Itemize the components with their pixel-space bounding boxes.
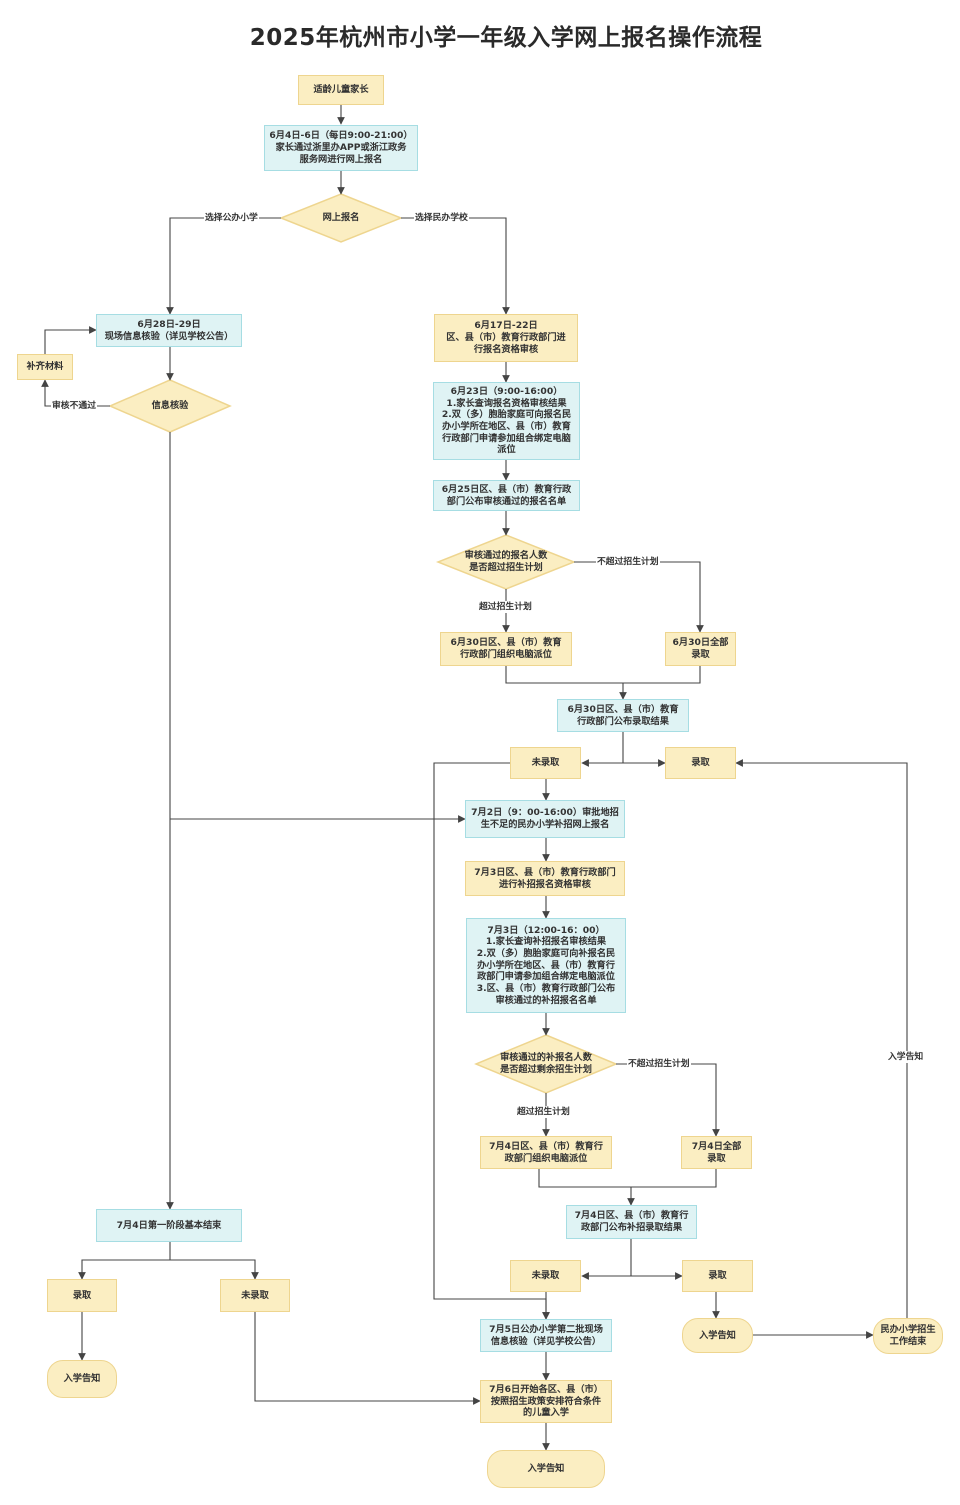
label-notice-side: 入学告知: [887, 1051, 925, 1063]
node-apply: 6月4日-6日（每日9:00-21:00） 家长通过浙里办APP或浙江政务 服务…: [264, 125, 418, 171]
edge-phase1-split-right: [170, 1259, 259, 1280]
node-lottery-2: 7月4日区、县（市）教育行 政部门组织电脑派位: [480, 1136, 612, 1169]
label-not-exceed-1: 不超过招生计划: [596, 556, 660, 568]
edge-not1-second: [433, 762, 550, 1320]
node-not-admitted-1: 未录取: [510, 747, 581, 779]
label-exceed-1: 超过招生计划: [478, 601, 533, 613]
node-admitted-left: 录取: [47, 1279, 117, 1312]
diamond-exceed-2-text: 审核通过的补报名人数 是否超过剩余招生计划: [500, 1052, 592, 1075]
node-public-verify: 6月28日-29日 现场信息核验（详见学校公告）: [96, 314, 242, 347]
node-admitted-2: 录取: [682, 1260, 753, 1292]
label-review-fail: 审核不通过: [51, 400, 97, 412]
node-parent: 适龄儿童家长: [298, 75, 384, 105]
node-notice-mid: 入学告知: [682, 1318, 753, 1353]
edge-lottery1-merge: [505, 666, 701, 684]
label-choose-private: 选择民办学校: [414, 212, 469, 224]
node-supplement: 补齐材料: [17, 354, 73, 380]
node-arrange: 7月6日开始各区、县（市） 按照招生政策安排符合条件 的儿童入学: [480, 1380, 612, 1423]
node-not-admitted-left: 未录取: [220, 1279, 290, 1312]
node-admit-all-1: 6月30日全部 录取: [665, 632, 736, 666]
node-admitted-1: 录取: [665, 747, 736, 779]
node-result-query: 6月23日（9:00-16:00） 1.家长查询报名资格审核结果 2.双（多）胞…: [433, 382, 580, 460]
diamond-exceed-1-text: 审核通过的报名人数 是否超过招生计划: [464, 550, 548, 573]
edge-online-public: [166, 217, 281, 315]
node-notice-bottom: 入学告知: [487, 1450, 605, 1488]
page-title: 2025年杭州市小学一年级入学网上报名操作流程: [249, 25, 763, 51]
node-supp-apply: 7月2日（9：00-16:00）审批地招 生不足的民办小学补招网上报名: [465, 800, 625, 838]
diamond-info-check-text: 信息核验: [151, 400, 189, 412]
edge-end-yes1: [735, 759, 908, 1318]
node-private-end: 民办小学招生 工作结束: [873, 1318, 943, 1354]
edge-exceed1-all: [574, 561, 704, 633]
diamond-online-text: 网上报名: [322, 212, 360, 224]
edge-exceed2-all: [616, 1063, 720, 1137]
node-phase1-end: 7月4日第一阶段基本结束: [96, 1209, 242, 1242]
node-notice-left: 入学告知: [47, 1360, 117, 1398]
edge-notadmit-arrange: [254, 1312, 481, 1405]
node-publish-result-1: 6月30日区、县（市）教育 行政部门公布录取结果: [557, 699, 689, 732]
diamond-online: [278, 193, 404, 243]
edge-online-private: [401, 217, 510, 315]
node-publish-result-2: 7月4日区、县（市）教育行 政部门公布补招录取结果: [566, 1205, 697, 1239]
node-private-review: 6月17日-22日 区、县（市）教育行政部门进 行报名资格审核: [434, 314, 578, 362]
node-supp-query: 7月3日（12:00-16：00） 1.家长查询补招报名审核结果 2.双（多）胞…: [466, 918, 626, 1013]
node-not-admitted-2: 未录取: [510, 1260, 581, 1292]
node-admit-all-2: 7月4日全部 录取: [681, 1136, 752, 1169]
label-exceed-2: 超过招生计划: [516, 1106, 571, 1118]
node-publish-list: 6月25日区、县（市）教育行政 部门公布审核通过的报名名单: [433, 480, 580, 511]
node-lottery-1: 6月30日区、县（市）教育 行政部门组织电脑派位: [440, 632, 572, 666]
node-second-verify: 7月5日公办小学第二批现场 信息核验（详见学校公告）: [480, 1319, 612, 1352]
node-supp-review: 7月3日区、县（市）教育行政部门 进行补招报名资格审核: [465, 861, 625, 896]
label-choose-public: 选择公办小学: [204, 212, 259, 224]
edge-supplement-verify: [44, 326, 97, 354]
edge-phase1-split: [78, 1242, 171, 1280]
edge-lottery2-merge: [538, 1169, 717, 1188]
label-not-exceed-2: 不超过招生计划: [627, 1058, 691, 1070]
